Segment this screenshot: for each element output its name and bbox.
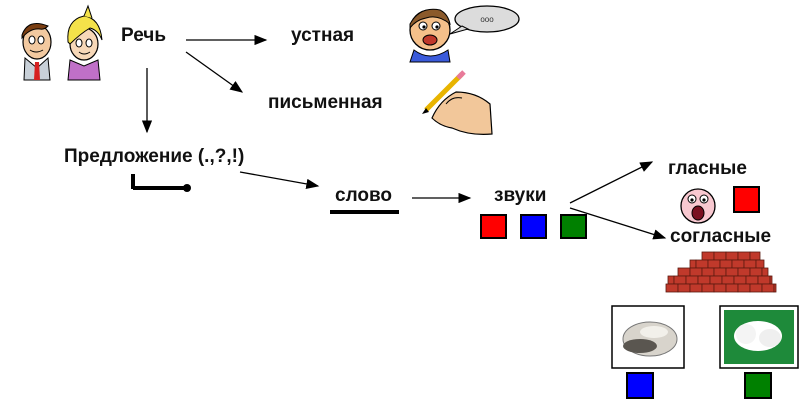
node-oral: устная (291, 25, 355, 46)
brick-wall-icon (665, 251, 777, 293)
people-icon (21, 4, 103, 81)
node-sentence: Предложение (.,?,!) (64, 146, 245, 167)
arrow-sounds-consonants (569, 207, 667, 240)
speech-bubble-text: ооо (480, 15, 494, 24)
talking-boy-icon (409, 5, 520, 63)
node-speech: Речь (121, 25, 167, 46)
arrow-speech-written (185, 51, 244, 93)
cotton-square-green (744, 372, 772, 399)
node-sounds: звуки (494, 185, 547, 206)
arrow-sounds-vowels (569, 161, 654, 204)
node-vowels: гласные (668, 158, 747, 179)
node-written: письменная (268, 92, 383, 113)
writing-hand-icon (422, 70, 493, 135)
node-consonants: согласные (670, 226, 772, 247)
stone-square-blue (626, 372, 654, 399)
sound-square-red (480, 214, 507, 239)
cotton-icon (719, 305, 799, 369)
arrow-sentence-word (239, 171, 320, 190)
sound-square-green (560, 214, 587, 239)
vowel-square-red (733, 186, 760, 213)
sound-square-blue (520, 214, 547, 239)
node-word: слово (335, 185, 393, 206)
vowel-face-icon (680, 188, 716, 224)
sentence-scheme-icon (131, 174, 191, 192)
stone-icon (611, 305, 685, 369)
